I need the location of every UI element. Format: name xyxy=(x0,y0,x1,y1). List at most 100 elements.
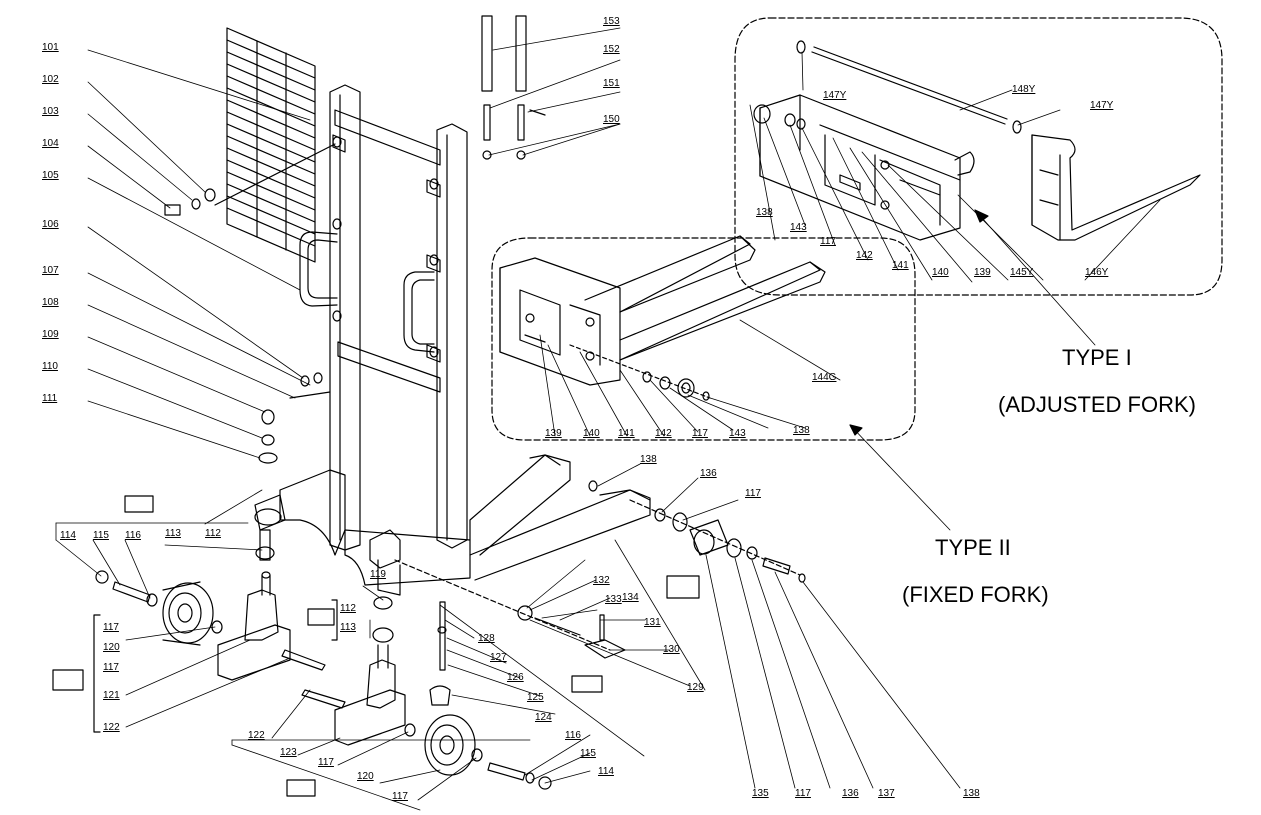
part-label: 137 xyxy=(878,788,895,799)
part-label: 112 xyxy=(340,603,356,614)
part-label: 117 xyxy=(692,428,708,439)
part-label: 138 xyxy=(640,454,657,465)
type2-subtitle: (FIXED FORK) xyxy=(902,582,1049,607)
type2-inset-border xyxy=(491,237,916,441)
type1-title: TYPE I xyxy=(1062,345,1132,370)
part-label: 117 xyxy=(103,622,119,633)
part-label: 140 xyxy=(583,428,600,439)
part-label: 117 xyxy=(745,488,761,499)
part-label: 143 xyxy=(729,428,746,439)
part-label: 116 xyxy=(125,530,141,541)
part-label: 105 xyxy=(42,170,59,181)
forks-type2 xyxy=(584,235,826,361)
handle-right xyxy=(403,271,435,353)
type1-subtitle: (ADJUSTED FORK) xyxy=(998,392,1196,417)
part-label: 119 xyxy=(370,569,386,580)
handle-left xyxy=(299,231,338,307)
wheel-left xyxy=(162,581,214,646)
part-label: 129 xyxy=(687,682,704,693)
part-label: 117 xyxy=(318,757,334,768)
part-label: 130 xyxy=(663,644,680,655)
part-label: 152 xyxy=(603,44,620,55)
fork-type1 xyxy=(1031,134,1201,241)
part-label: 104 xyxy=(42,138,59,149)
caster-right xyxy=(301,596,406,746)
part-label: 136 xyxy=(842,788,859,799)
callout-box xyxy=(52,669,84,691)
part-label: 141 xyxy=(892,260,909,271)
rod-148y xyxy=(796,40,1022,134)
part-label: 153 xyxy=(603,16,620,27)
part-label: 108 xyxy=(42,297,59,308)
part-label: 122 xyxy=(103,722,120,733)
part-label: 114 xyxy=(598,766,614,777)
part-label: 122 xyxy=(248,730,265,741)
part-label: 140 xyxy=(932,267,949,278)
part-label: 111 xyxy=(42,393,58,404)
part-label: 101 xyxy=(42,42,59,53)
callout-box xyxy=(666,575,700,599)
type1-inset-border xyxy=(734,17,1223,296)
part-label: 117 xyxy=(795,788,811,799)
part-labels: 1011021031041051061071081091101111121131… xyxy=(42,16,1114,802)
part-label: 142 xyxy=(856,250,873,261)
part-label: 133 xyxy=(605,594,622,605)
caster-left xyxy=(217,529,326,681)
part-label: 103 xyxy=(42,106,59,117)
part-label: 138 xyxy=(793,425,810,436)
type2-title: TYPE II xyxy=(935,535,1011,560)
part-label: 136 xyxy=(700,468,717,479)
part-label: 142 xyxy=(655,428,672,439)
part-label: 148Y xyxy=(1012,84,1036,95)
part-label: 141 xyxy=(618,428,635,439)
part-label: 102 xyxy=(42,74,59,85)
part-label: 117 xyxy=(820,236,836,247)
callout-box xyxy=(307,608,335,626)
callout-box xyxy=(571,675,603,693)
part-label: 128 xyxy=(478,633,495,644)
part-label: 110 xyxy=(42,361,58,372)
part-label: 144G xyxy=(812,372,837,383)
part-label: 138 xyxy=(756,207,773,218)
part-label: 143 xyxy=(790,222,807,233)
part-label: 147Y xyxy=(823,90,847,101)
part-label: 138 xyxy=(963,788,980,799)
callout-box xyxy=(124,495,154,513)
part-label: 114 xyxy=(60,530,76,541)
part-label: 120 xyxy=(357,771,374,782)
part-label: 123 xyxy=(280,747,297,758)
mast-frame xyxy=(329,84,468,551)
leader-lines xyxy=(55,27,1161,811)
chains xyxy=(481,15,546,160)
part-label: 126 xyxy=(507,672,524,683)
part-label: 139 xyxy=(974,267,991,278)
part-label: 145Y xyxy=(1010,267,1034,278)
part-label: 115 xyxy=(93,530,109,541)
part-label: 113 xyxy=(165,528,181,539)
part-label: 131 xyxy=(644,617,661,628)
part-label: 139 xyxy=(545,428,562,439)
part-label: 150 xyxy=(603,114,620,125)
part-label: 112 xyxy=(205,528,221,539)
part-label: 124 xyxy=(535,712,552,723)
load-backrest-grid xyxy=(226,27,316,263)
part-label: 113 xyxy=(340,622,356,633)
part-label: 134 xyxy=(622,592,639,603)
part-label: 121 xyxy=(103,690,120,701)
wheel-right xyxy=(424,714,476,776)
part-label: 147Y xyxy=(1090,100,1114,111)
part-label: 127 xyxy=(490,652,507,663)
part-label: 151 xyxy=(603,78,620,89)
part-label: 116 xyxy=(565,730,581,741)
carriage-type2 xyxy=(499,257,621,386)
part-label: 117 xyxy=(103,662,119,673)
part-label: 120 xyxy=(103,642,120,653)
callout-box xyxy=(286,779,316,797)
part-label: 132 xyxy=(593,575,610,586)
carriage-type1 xyxy=(753,94,975,241)
part-label: 125 xyxy=(527,692,544,703)
part-label: 117 xyxy=(392,791,408,802)
part-label: 107 xyxy=(42,265,59,276)
part-label: 146Y xyxy=(1085,267,1109,278)
